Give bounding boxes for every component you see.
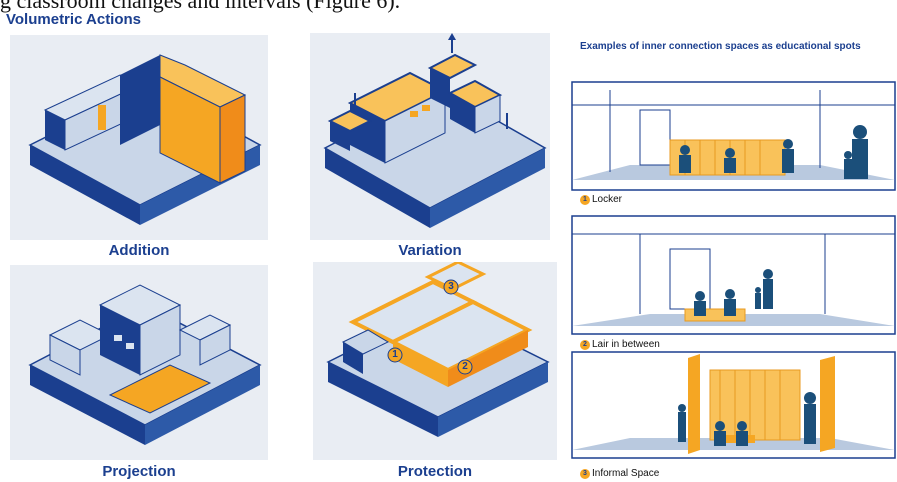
variation-label: Variation bbox=[398, 242, 462, 259]
marker-1 bbox=[387, 347, 403, 363]
protection-illustration bbox=[326, 262, 550, 437]
informal-space-number: 3 bbox=[580, 468, 590, 479]
addition-illustration bbox=[28, 54, 262, 225]
intro-text: g classroom changes and intervals (Figur… bbox=[0, 0, 401, 13]
marker-3 bbox=[443, 279, 459, 295]
locker-number: 1 bbox=[580, 194, 590, 205]
marker-3-number: 3 bbox=[448, 281, 454, 292]
lair-scene bbox=[571, 215, 896, 335]
projection-label: Projection bbox=[102, 463, 176, 480]
variation-illustration bbox=[323, 33, 547, 228]
locker-scene bbox=[571, 81, 896, 191]
addition-label: Addition bbox=[108, 242, 170, 259]
lair-number: 2 bbox=[580, 339, 590, 350]
projection-illustration bbox=[28, 284, 262, 445]
protection-label: Protection bbox=[397, 463, 473, 480]
informal-space-scene bbox=[571, 351, 896, 459]
marker-1-number: 1 bbox=[392, 349, 398, 360]
examples-title: Examples of inner connection spaces as e… bbox=[580, 41, 861, 52]
locker-text: Locker bbox=[592, 194, 623, 205]
marker-2-number: 2 bbox=[462, 361, 468, 372]
page-title: Volumetric Actions bbox=[6, 11, 142, 28]
informal-space-text: Informal Space bbox=[592, 468, 660, 479]
lair-text: Lair in between bbox=[592, 339, 660, 350]
marker-2 bbox=[457, 359, 473, 375]
